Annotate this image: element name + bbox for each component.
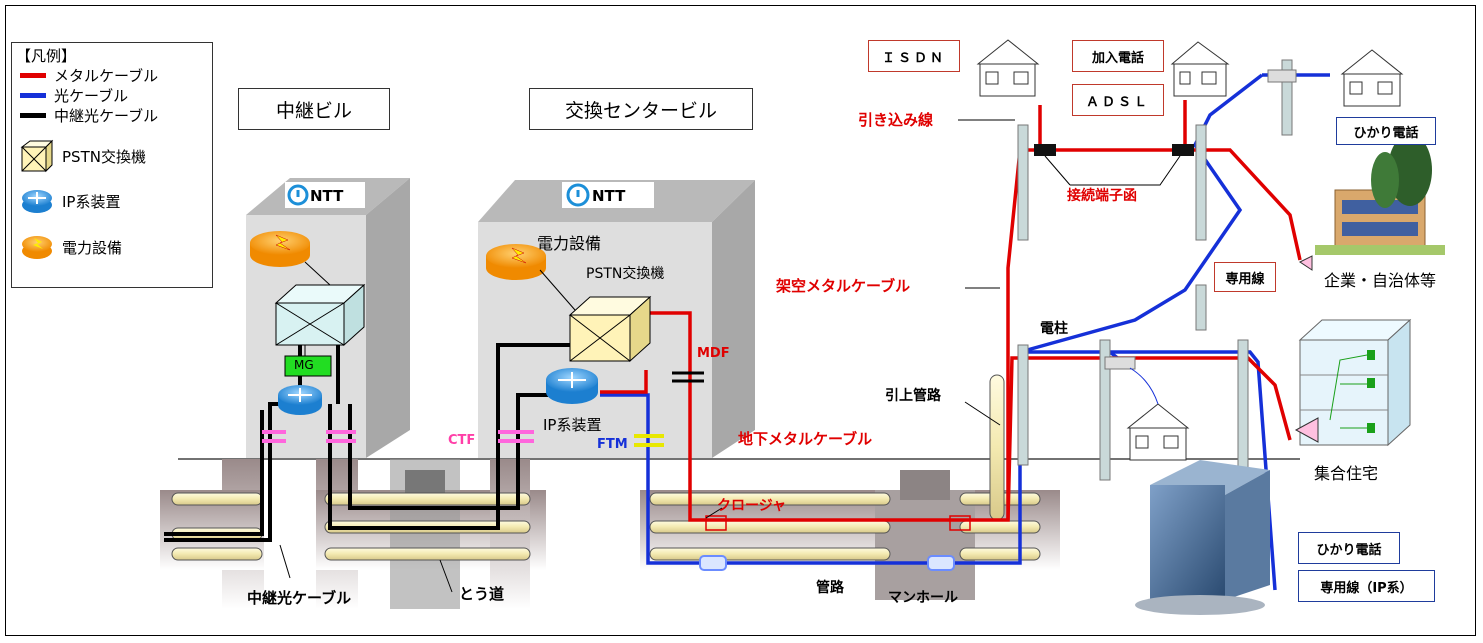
underground-metal-label: 地下メタルケーブル <box>738 430 873 448</box>
closure-label: クロージャ <box>717 498 787 514</box>
enterprise-building <box>1315 134 1445 255</box>
relay-optical-cable-lines <box>164 343 578 542</box>
dedicated-ip-tag: 専用線（IP系） <box>1298 570 1435 602</box>
ip-equipment-exchange <box>546 368 598 404</box>
pointer-arrows <box>279 119 1071 593</box>
dedicated-line-tag: 専用線 <box>1214 262 1276 292</box>
riser-label: 引上管路 <box>885 388 941 404</box>
tunnel-label: とう道 <box>459 585 505 603</box>
ntt-logo-relay <box>285 182 365 208</box>
legend-power-label: 電力設備 <box>62 238 123 257</box>
isdn-tag: ＩＳＤＮ <box>868 40 960 72</box>
legend-power: 電力設備 <box>20 233 122 261</box>
hikari-phone-top-tag: ひかり電話 <box>1336 117 1436 145</box>
legend-optical-swatch <box>20 93 46 98</box>
manhole-label: マンホール <box>888 590 958 606</box>
legend-pstn: PSTN交換機 <box>20 139 146 173</box>
exchange-power-label: 電力設備 <box>537 234 602 253</box>
terminal-pointer <box>1070 155 1181 186</box>
conduit-label: 管路 <box>816 580 844 596</box>
terminal-box-2 <box>1172 144 1194 156</box>
closures <box>699 515 971 571</box>
enterprise-label: 企業・自治体等 <box>1324 271 1437 290</box>
legend-metal-swatch <box>20 73 46 78</box>
legend-optical-cable: 光ケーブル <box>20 85 128 106</box>
power-equipment-exchange <box>486 244 546 280</box>
mg-label: MG <box>294 358 314 372</box>
ntt-logo-exchange-text: NTT <box>592 187 626 205</box>
aerial-metal-label: 架空メタルケーブル <box>776 277 911 295</box>
subscriber-phone-tag: 加入電話 <box>1072 40 1164 72</box>
ctf-label: CTF <box>448 433 476 448</box>
enterprise-terminal <box>1299 255 1313 271</box>
legend-optical-label: 光ケーブル <box>54 87 129 105</box>
relay-power-link <box>304 261 331 286</box>
exchange-ip-label: IP系装置 <box>543 416 602 434</box>
ntt-logo-relay-text: NTT <box>310 187 344 205</box>
house-isdn <box>976 39 1040 97</box>
legend-metal-cable: メタルケーブル <box>20 65 158 86</box>
legend-ip: IP系装置 <box>20 187 120 215</box>
ftm-label: FTM <box>597 437 628 452</box>
exchange-power-link <box>539 269 576 311</box>
mdf-label: MDF <box>697 346 730 361</box>
apartment-terminal <box>1294 417 1319 443</box>
ip-equipment-relay <box>278 385 322 415</box>
house-subscriber <box>1170 41 1230 97</box>
apartment-label: 集合住宅 <box>1314 464 1379 483</box>
terminal-box-label: 接続端子函 <box>1067 188 1137 204</box>
power-equipment-icon <box>22 236 52 259</box>
legend-pstn-label: PSTN交換機 <box>62 147 146 166</box>
house-hikari <box>1340 49 1404 107</box>
mdf-frame <box>672 371 704 383</box>
ctf-ftm-markers <box>262 430 664 447</box>
underground-drop <box>1129 367 1159 405</box>
legend-relay-label: 中継光ケーブル <box>54 107 159 125</box>
pstn-switch-exchange <box>568 295 652 363</box>
drop-wire-label: 引き込み線 <box>858 111 934 129</box>
pstn-switch-icon <box>20 139 54 173</box>
legend-relay-optical-cable: 中継光ケーブル <box>20 105 158 126</box>
ntt-logo-exchange <box>562 182 654 208</box>
legend-relay-swatch <box>20 113 46 118</box>
legend-metal-label: メタルケーブル <box>54 67 159 85</box>
utility-poles <box>1017 59 1297 481</box>
legend-title: 【凡例】 <box>16 47 77 65</box>
adsl-tag: ＡＤＳＬ <box>1072 84 1164 116</box>
relay-optical-cable-label: 中継光ケーブル <box>247 589 352 607</box>
pstn-switch-relay <box>274 283 366 347</box>
hikari-phone-bottom-tag: ひかり電話 <box>1298 532 1400 564</box>
utility-pole-label: 電柱 <box>1040 321 1068 337</box>
diagram-frame <box>5 5 1476 636</box>
ip-device-icon <box>22 190 52 213</box>
exchange-building-title: 交換センタービル <box>529 88 753 130</box>
terminal-box-1 <box>1034 144 1056 156</box>
mg-box <box>284 355 332 377</box>
office-tower <box>1135 460 1270 615</box>
legend: 【凡例】 メタルケーブル 光ケーブル 中継光ケーブル PSTN交換機 IP系装置 <box>11 42 213 288</box>
power-equipment-relay <box>250 231 310 267</box>
relay-building-title: 中継ビル <box>238 88 390 130</box>
house-underground <box>1126 403 1190 461</box>
exchange-pstn-label: PSTN交換機 <box>586 266 665 282</box>
legend-ip-label: IP系装置 <box>62 192 121 211</box>
